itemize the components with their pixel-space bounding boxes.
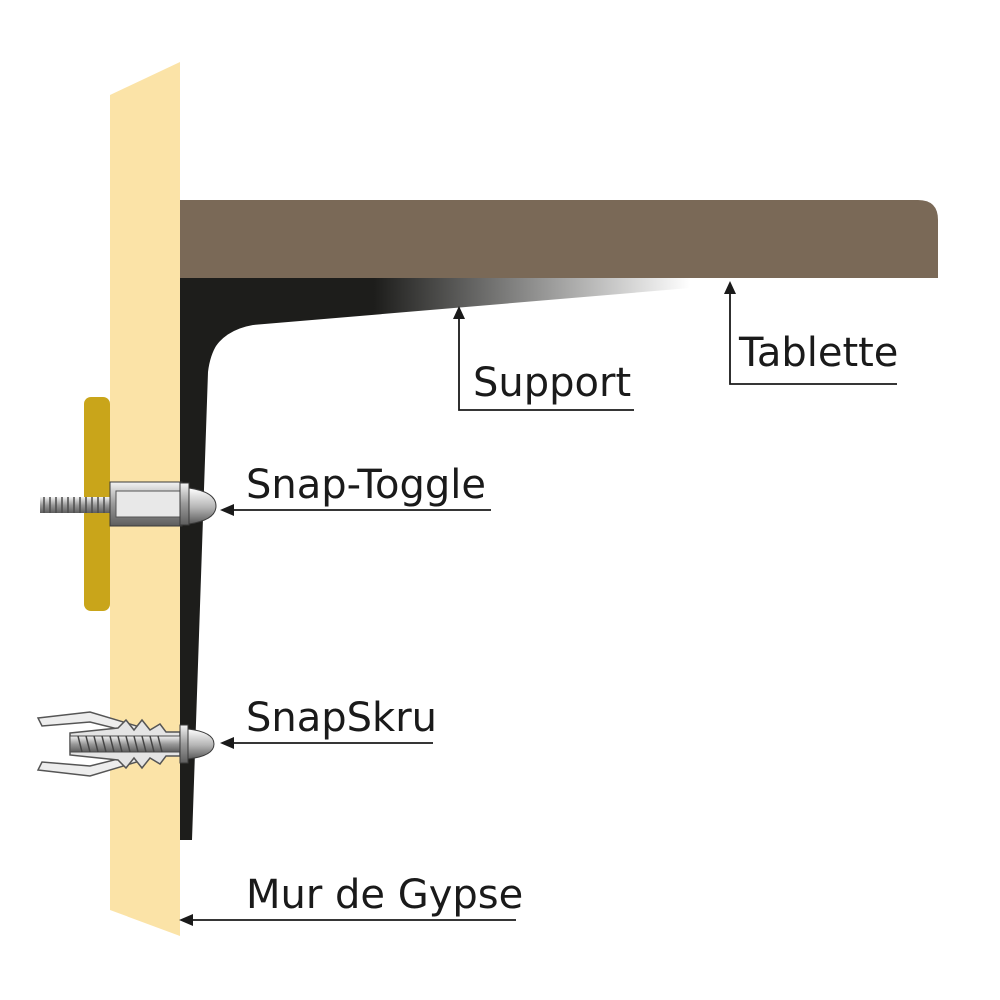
screw-head	[187, 728, 215, 760]
shelf-board	[180, 200, 938, 278]
screw-washer	[179, 724, 189, 764]
tablette-arrow-icon	[724, 281, 736, 294]
toggle-sleeve-opening	[115, 490, 181, 518]
toggle-bolt-head	[188, 487, 217, 525]
bracket-horizontal-arm	[180, 278, 690, 352]
callout-support: Support	[453, 306, 634, 411]
toggle-thread-pattern	[43, 497, 105, 513]
snap-toggle-arrow-icon	[220, 504, 234, 516]
support-arrow-icon	[453, 306, 465, 319]
tablette-leader-line	[729, 292, 897, 385]
callout-snapskru: SnapSkru	[220, 695, 437, 749]
drywall-label: Mur de Gypse	[246, 872, 523, 918]
anchor-screw-thread	[77, 735, 163, 753]
snapskru-arrow-icon	[220, 737, 234, 749]
snap-toggle-bolt	[40, 481, 217, 527]
snap-toggle-label: Snap-Toggle	[246, 462, 486, 508]
drywall-arrow-icon	[179, 914, 193, 926]
snapskru-anchor	[36, 711, 215, 777]
callout-drywall: Mur de Gypse	[179, 872, 523, 926]
callout-snap-toggle: Snap-Toggle	[220, 462, 491, 516]
snapskru-label: SnapSkru	[246, 695, 437, 741]
support-leader-line	[458, 318, 634, 411]
toggle-washer	[179, 482, 190, 526]
support-label: Support	[473, 360, 631, 406]
callout-tablette: Tablette	[724, 281, 898, 385]
tablette-label: Tablette	[738, 330, 898, 376]
bracket-vertical-arm	[180, 278, 237, 840]
